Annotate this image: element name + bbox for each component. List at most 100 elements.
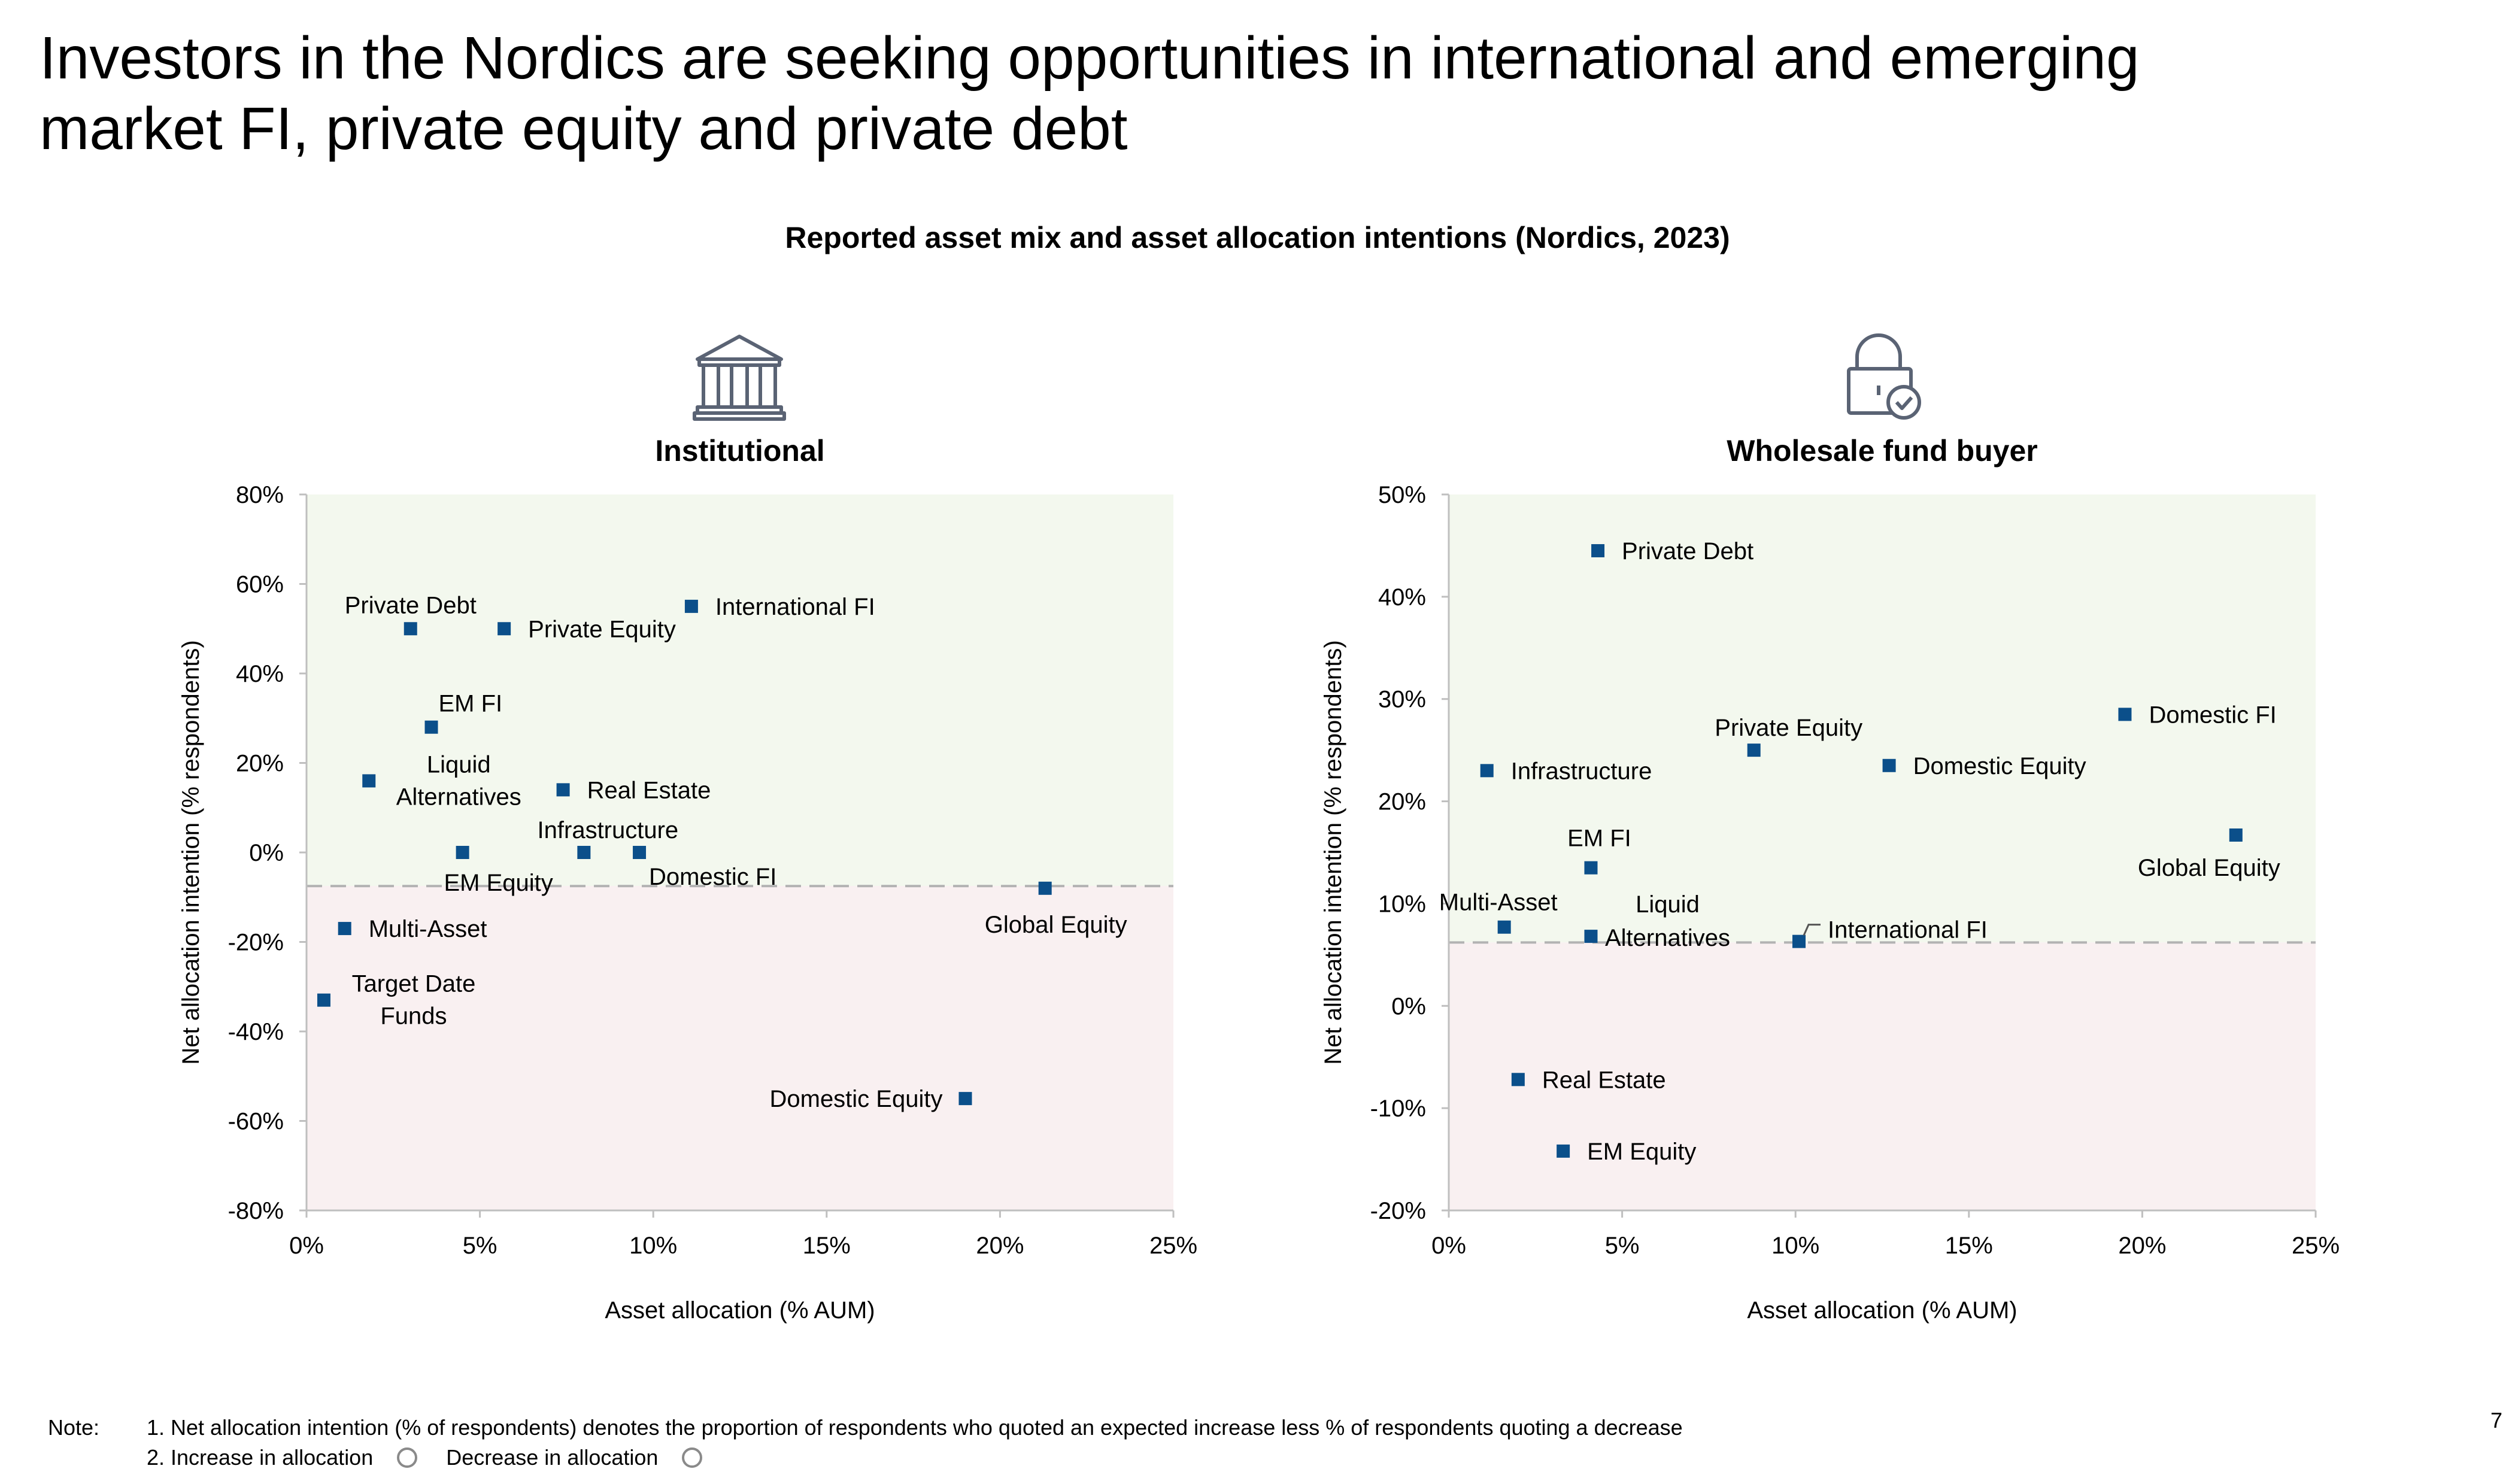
y-tick-label: 0% [1391, 993, 1426, 1019]
decrease-region [1449, 942, 2316, 1210]
y-tick-label: -10% [1370, 1095, 1426, 1122]
note-2-decrease: Decrease in allocation [446, 1445, 659, 1470]
point-international-fi [684, 599, 698, 613]
point-label-multi-asset: Multi-Asset [369, 916, 487, 942]
y-tick-label: 20% [236, 751, 284, 777]
point-label-private-equity: Private Equity [1715, 715, 1862, 741]
x-axis-label: Asset allocation (% AUM) [605, 1297, 875, 1324]
point-private-equity [1747, 743, 1761, 757]
y-tick-label: 10% [1378, 891, 1426, 917]
point-label-domestic-fi: Domestic FI [649, 864, 776, 890]
y-tick-label: 0% [249, 840, 284, 866]
point-label-domestic-equity: Domestic Equity [769, 1086, 942, 1112]
y-axis-label: Net allocation intention (% respondents) [1320, 640, 1346, 1064]
y-tick-label: 40% [236, 661, 284, 687]
point-liquid-alternatives [362, 774, 376, 788]
x-axis-label: Asset allocation (% AUM) [1747, 1297, 2017, 1324]
y-tick-label: 30% [1378, 687, 1426, 713]
point-label-multi-asset: Multi-Asset [1439, 890, 1558, 916]
x-tick-label: 5% [1605, 1233, 1640, 1259]
x-tick-label: 0% [289, 1233, 324, 1259]
x-tick-label: 15% [803, 1233, 851, 1259]
decrease-region [307, 886, 1173, 1210]
point-label-global-equity: Global Equity [985, 912, 1127, 938]
point-liquid-alternatives [1584, 930, 1598, 943]
increase-region [307, 494, 1173, 887]
point-global-equity [1038, 881, 1052, 895]
point-label-em-fi: EM FI [1567, 826, 1631, 852]
wholesale-chart: Wholesale fund buyer -20% -10% 0% 10% 20% 30% 4… [1320, 434, 2340, 1324]
point-infrastructure [577, 846, 591, 859]
point-global-equity [2229, 828, 2243, 842]
y-tick-label: -40% [228, 1019, 284, 1045]
point-multi-asset [1497, 920, 1511, 934]
y-tick-label: 50% [1378, 482, 1426, 508]
y-tick-label: 80% [236, 482, 284, 508]
point-label-private-debt: Private Debt [1622, 538, 1753, 565]
point-domestic-fi [633, 846, 647, 859]
point-em-equity [456, 846, 469, 859]
y-tick-label: -20% [1370, 1198, 1426, 1224]
point-em-fi [424, 720, 438, 734]
padlock-check-icon [1847, 333, 1921, 420]
x-tick-label: 25% [2292, 1233, 2340, 1259]
notes: Note: 1. Net allocation intention (% of … [48, 1413, 1683, 1473]
x-tick-label: 25% [1149, 1233, 1197, 1259]
point-label-international-fi: International FI [1828, 917, 1988, 943]
chart-title: Institutional [655, 434, 824, 468]
note-label: Note: [48, 1415, 100, 1440]
point-real-estate [1511, 1073, 1525, 1087]
point-private-equity [497, 622, 511, 636]
decrease-legend-circle [682, 1447, 703, 1468]
point-label-em-equity: EM Equity [444, 870, 553, 896]
note-row-1: Note: 1. Net allocation intention (% of … [48, 1413, 1683, 1443]
x-tick-label: 10% [629, 1233, 677, 1259]
x-tick-label: 15% [1945, 1233, 1993, 1259]
point-private-debt [1591, 544, 1605, 557]
y-tick-label: 40% [1378, 584, 1426, 611]
point-label-private-debt: Private Debt [345, 592, 477, 618]
y-axis-label: Net allocation intention (% respondents) [178, 640, 204, 1064]
y-tick-label: -80% [228, 1198, 284, 1224]
page-number: 7 [2490, 1408, 2503, 1433]
point-label-infrastructure: Infrastructure [1511, 758, 1652, 784]
point-label-em-fi: EM FI [439, 691, 503, 717]
point-label-real-estate: Real Estate [587, 777, 711, 803]
note-2-increase: 2. Increase in allocation [147, 1445, 374, 1470]
point-domestic-equity [958, 1092, 972, 1106]
point-multi-asset [338, 922, 351, 936]
x-tick-label: 5% [463, 1233, 497, 1259]
institutional-chart: Institutional-80%-60%-40%-20%0%20%40%60%… [178, 434, 1197, 1324]
x-tick-label: 10% [1771, 1233, 1819, 1259]
point-international-fi [1792, 934, 1806, 948]
point-label-private-equity: Private Equity [528, 616, 676, 642]
y-tick-label: -60% [228, 1109, 284, 1135]
point-infrastructure [1480, 764, 1494, 778]
point-label-domestic-equity: Domestic Equity [1913, 753, 2086, 779]
chart-subtitle: Reported asset mix and asset allocation … [785, 221, 1730, 254]
x-tick-label: 0% [1431, 1233, 1466, 1259]
headline: Investors in the Nordics are seeking opp… [40, 25, 2140, 162]
chart-title: Wholesale fund buyer [1727, 434, 2038, 468]
point-em-fi [1584, 861, 1598, 875]
point-label-em-equity: EM Equity [1587, 1139, 1696, 1165]
y-tick-label: 20% [1378, 789, 1426, 815]
point-label-domestic-fi: Domestic FI [2149, 702, 2276, 728]
note-1: 1. Net allocation intention (% of respon… [147, 1415, 1683, 1440]
bank-building-icon [693, 335, 786, 421]
note-row-2: 2. Increase in allocation Decrease in al… [48, 1443, 1683, 1473]
point-label-infrastructure: Infrastructure [538, 817, 679, 843]
point-private-debt [404, 622, 417, 636]
point-label-global-equity: Global Equity [2138, 855, 2280, 881]
point-em-equity [1557, 1144, 1570, 1158]
x-tick-label: 20% [2118, 1233, 2166, 1259]
point-real-estate [556, 783, 570, 797]
point-label-real-estate: Real Estate [1542, 1067, 1666, 1093]
y-tick-label: 60% [236, 572, 284, 598]
point-domestic-equity [1882, 758, 1896, 772]
increase-legend-circle [397, 1447, 418, 1468]
